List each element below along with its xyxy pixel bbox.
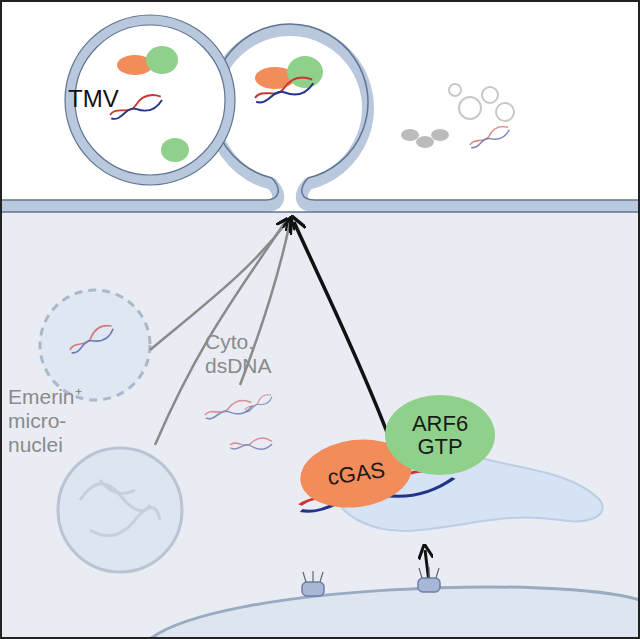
annotation-label: Cyto. dsDNA — [205, 330, 285, 378]
annotation-label: Emerin⁺ micro- nuclei — [8, 385, 100, 457]
protein-label: cGAS — [318, 457, 394, 490]
protein-label: ARF6 GTP — [403, 412, 477, 458]
arf6-protein: ARF6 GTP — [385, 395, 495, 475]
annotation-label: TMV — [68, 85, 148, 113]
